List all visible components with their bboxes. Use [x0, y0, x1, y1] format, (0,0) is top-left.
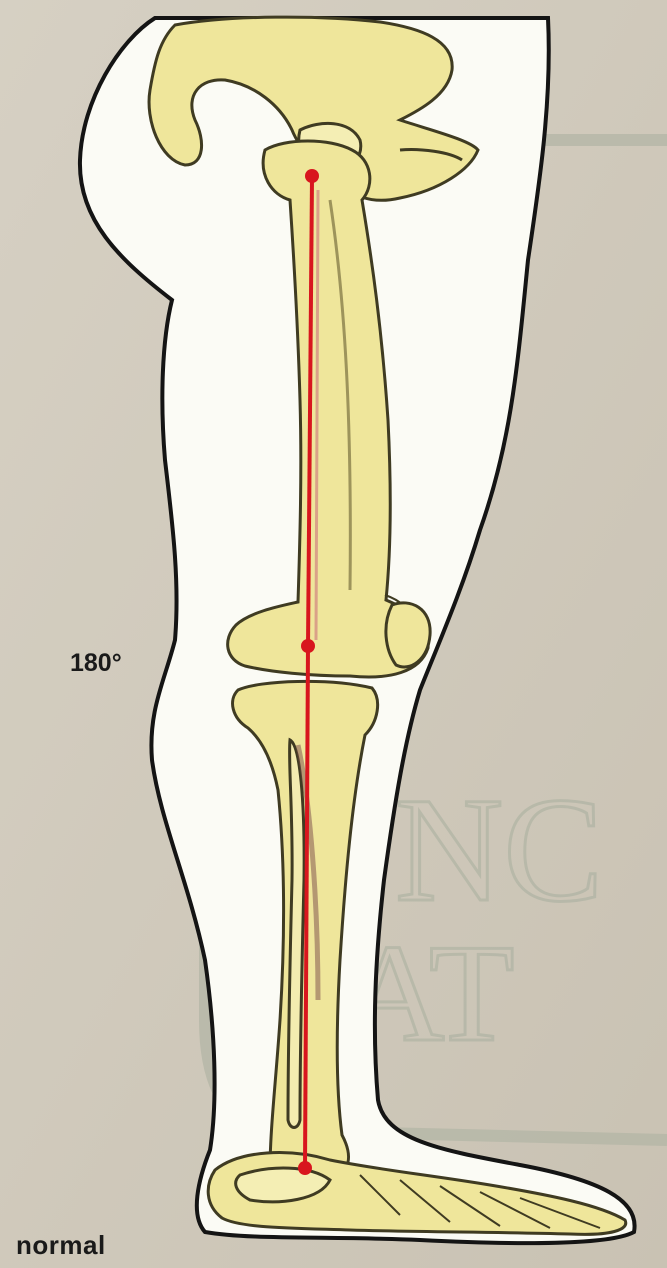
condition-label: normal: [16, 1232, 106, 1258]
axis-shadow: [316, 190, 318, 640]
patella-bone: [386, 603, 430, 667]
angle-label: 180°: [70, 651, 122, 676]
hip-joint-marker: [305, 169, 319, 183]
watermark-line-1: NC: [395, 767, 603, 933]
knee-joint-marker: [301, 639, 315, 653]
ankle-joint-marker: [298, 1161, 312, 1175]
fibula-bone: [288, 740, 304, 1128]
